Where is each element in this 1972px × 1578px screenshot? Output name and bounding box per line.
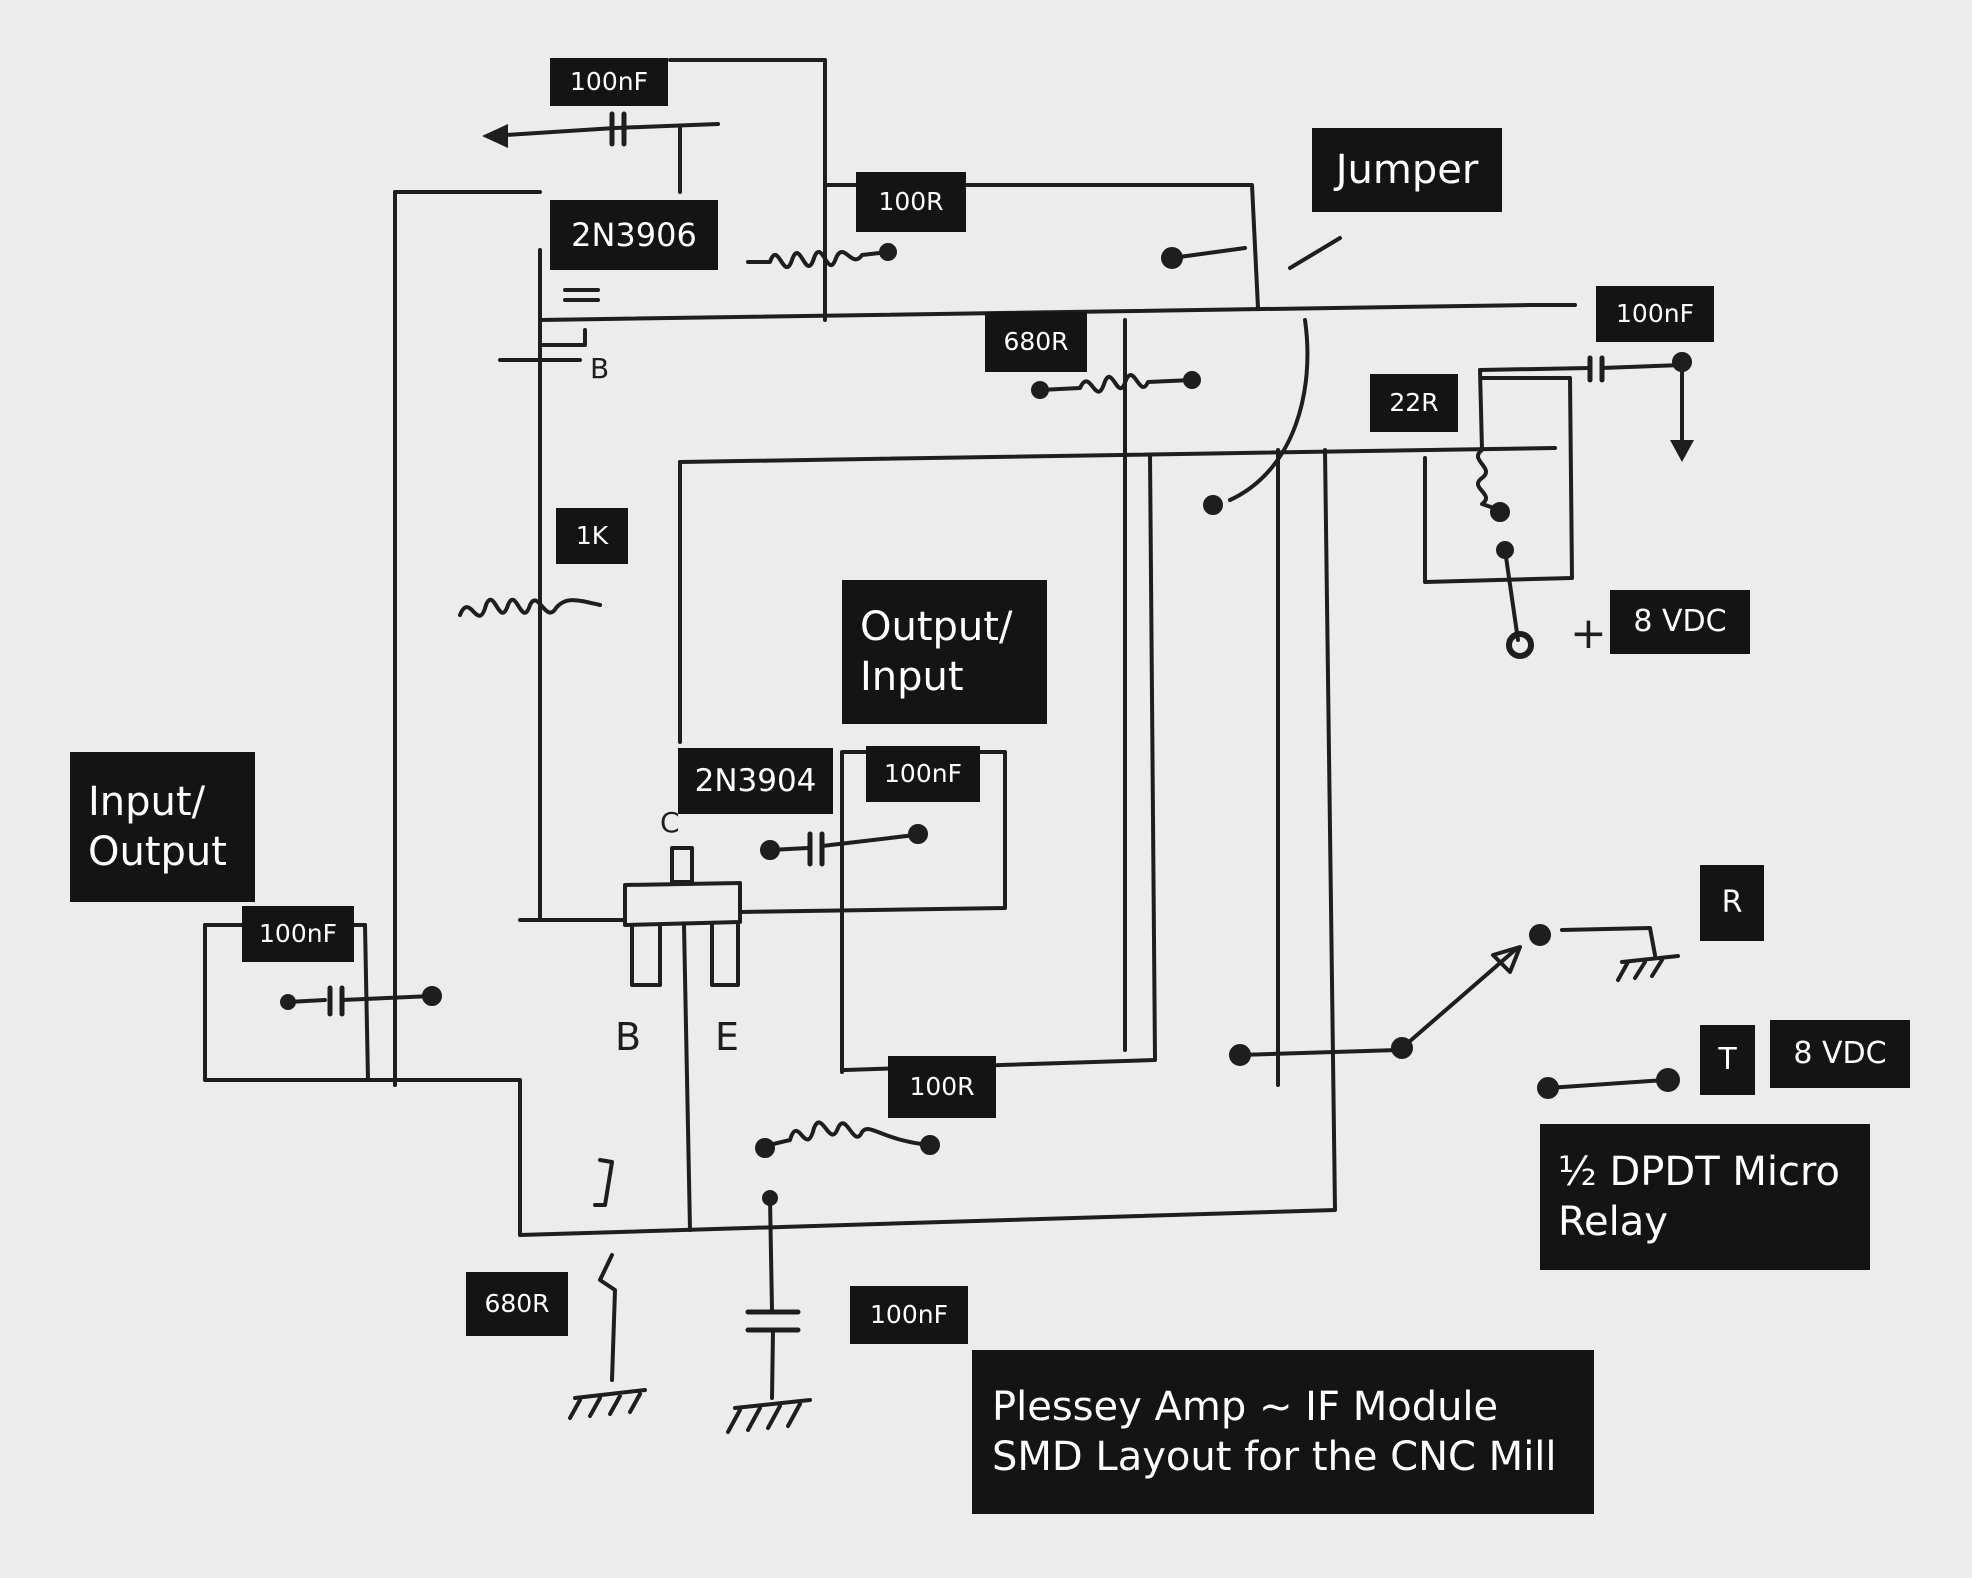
relay-contact-pad xyxy=(1529,924,1551,946)
trace xyxy=(770,1328,775,1400)
relay-switch-arm xyxy=(1400,948,1517,1050)
label-q-mid: 2N3904 xyxy=(678,748,833,814)
trace xyxy=(363,923,370,1082)
transistor-pad-b xyxy=(630,923,662,987)
label-output-input-line1: Output/ xyxy=(860,604,1013,650)
label-relay-line2: Relay xyxy=(1558,1199,1668,1245)
pin-mark-b-top: B xyxy=(590,352,609,385)
label-relay-r: R xyxy=(1700,865,1764,941)
trace xyxy=(203,448,1337,1237)
jumper-wire xyxy=(1228,318,1310,502)
pad xyxy=(422,986,442,1006)
label-vdc-relay: 8 VDC xyxy=(1770,1020,1910,1088)
label-input-output-line1: Input/ xyxy=(88,779,206,825)
capacitor-symbol xyxy=(609,111,627,147)
trace xyxy=(1238,1048,1400,1057)
resistor-symbol xyxy=(458,597,602,618)
plus-mark: + xyxy=(1570,608,1607,659)
page-title-line1: Plessey Amp ~ IF Module xyxy=(992,1384,1499,1430)
relay-t-end-pad xyxy=(1656,1068,1680,1092)
jumper-wire xyxy=(1288,236,1342,270)
trace xyxy=(1546,1078,1667,1090)
label-r-100-bottom: 100R xyxy=(888,1056,996,1118)
label-r-top: 100R xyxy=(856,172,966,232)
trace xyxy=(668,58,827,312)
label-r-1k: 1K xyxy=(556,508,628,564)
trace xyxy=(738,750,1007,1074)
pad xyxy=(879,243,897,261)
ground-icon xyxy=(568,1388,647,1420)
label-cap-right: 100nF xyxy=(1596,286,1714,342)
resistor-symbol xyxy=(1038,373,1194,394)
transistor-pad-e xyxy=(710,923,740,987)
label-cap-bottom: 100nF xyxy=(850,1286,968,1344)
supply-terminal xyxy=(1506,631,1534,659)
trace xyxy=(682,923,692,1232)
pad xyxy=(1490,502,1510,522)
arrow-left-icon xyxy=(482,124,508,148)
pin-mark-c: C xyxy=(660,806,680,839)
resistor-symbol xyxy=(763,1120,932,1148)
ground-icon xyxy=(726,1398,812,1434)
page-title-line2: SMD Layout for the CNC Mill xyxy=(992,1434,1557,1480)
resistor-symbol xyxy=(1476,368,1502,512)
label-q-top: 2N3906 xyxy=(550,200,718,270)
pad xyxy=(760,840,780,860)
resistor-symbol xyxy=(598,1253,617,1382)
pad xyxy=(920,1135,940,1155)
pin-mark-e: E xyxy=(715,1015,739,1059)
relay-arrow-icon xyxy=(1491,945,1522,974)
label-relay-line1: ½ DPDT Micro xyxy=(1558,1149,1841,1195)
trace xyxy=(1423,376,1574,584)
transistor-body xyxy=(623,881,742,927)
trace xyxy=(768,1196,774,1312)
trace xyxy=(1600,363,1684,370)
label-r-680-bottom: 680R xyxy=(466,1272,568,1336)
pad xyxy=(755,1138,775,1158)
trace xyxy=(613,122,720,130)
label-jumper: Jumper xyxy=(1312,128,1502,212)
page-title: Plessey Amp ~ IF Module SMD Layout for t… xyxy=(972,1350,1594,1514)
label-relay: ½ DPDT Micro Relay xyxy=(1540,1124,1870,1270)
ground-icon xyxy=(1616,954,1680,982)
trace xyxy=(1170,246,1247,260)
label-relay-t: T xyxy=(1700,1025,1755,1095)
label-output-input-line2: Input xyxy=(860,654,964,700)
pad xyxy=(1031,381,1049,399)
resistor-symbol xyxy=(746,249,890,270)
label-output-input: Output/ Input xyxy=(842,580,1047,724)
capacitor-symbol xyxy=(807,831,825,867)
pin-marks: B C B E + xyxy=(590,352,1607,1059)
pad xyxy=(1203,495,1223,515)
label-cap-mid: 100nF xyxy=(866,746,980,802)
trace xyxy=(678,446,1557,464)
transistor-pad-c xyxy=(670,846,694,884)
resistor-trace xyxy=(593,1158,614,1207)
label-r-22: 22R xyxy=(1370,374,1458,432)
label-input-output-line2: Output xyxy=(88,829,227,875)
label-cap-top: 100nF xyxy=(550,58,668,106)
trace xyxy=(823,183,1260,310)
trace xyxy=(1560,926,1657,957)
arrow-down-icon xyxy=(1670,440,1694,462)
label-input-output: Input/ Output xyxy=(70,752,255,902)
pin-mark-b: B xyxy=(615,1015,641,1059)
pad xyxy=(280,994,296,1010)
trace xyxy=(1478,366,1592,372)
label-vdc-top: 8 VDC xyxy=(1610,590,1750,654)
pad xyxy=(1183,371,1201,389)
trace xyxy=(340,994,434,1002)
trace xyxy=(488,126,617,138)
trace xyxy=(820,833,917,848)
transistor-pad xyxy=(563,288,600,302)
label-r-680-top: 680R xyxy=(985,312,1087,372)
trace xyxy=(538,328,587,347)
label-cap-left: 100nF xyxy=(242,906,354,962)
trace xyxy=(1503,548,1520,642)
pad xyxy=(908,824,928,844)
